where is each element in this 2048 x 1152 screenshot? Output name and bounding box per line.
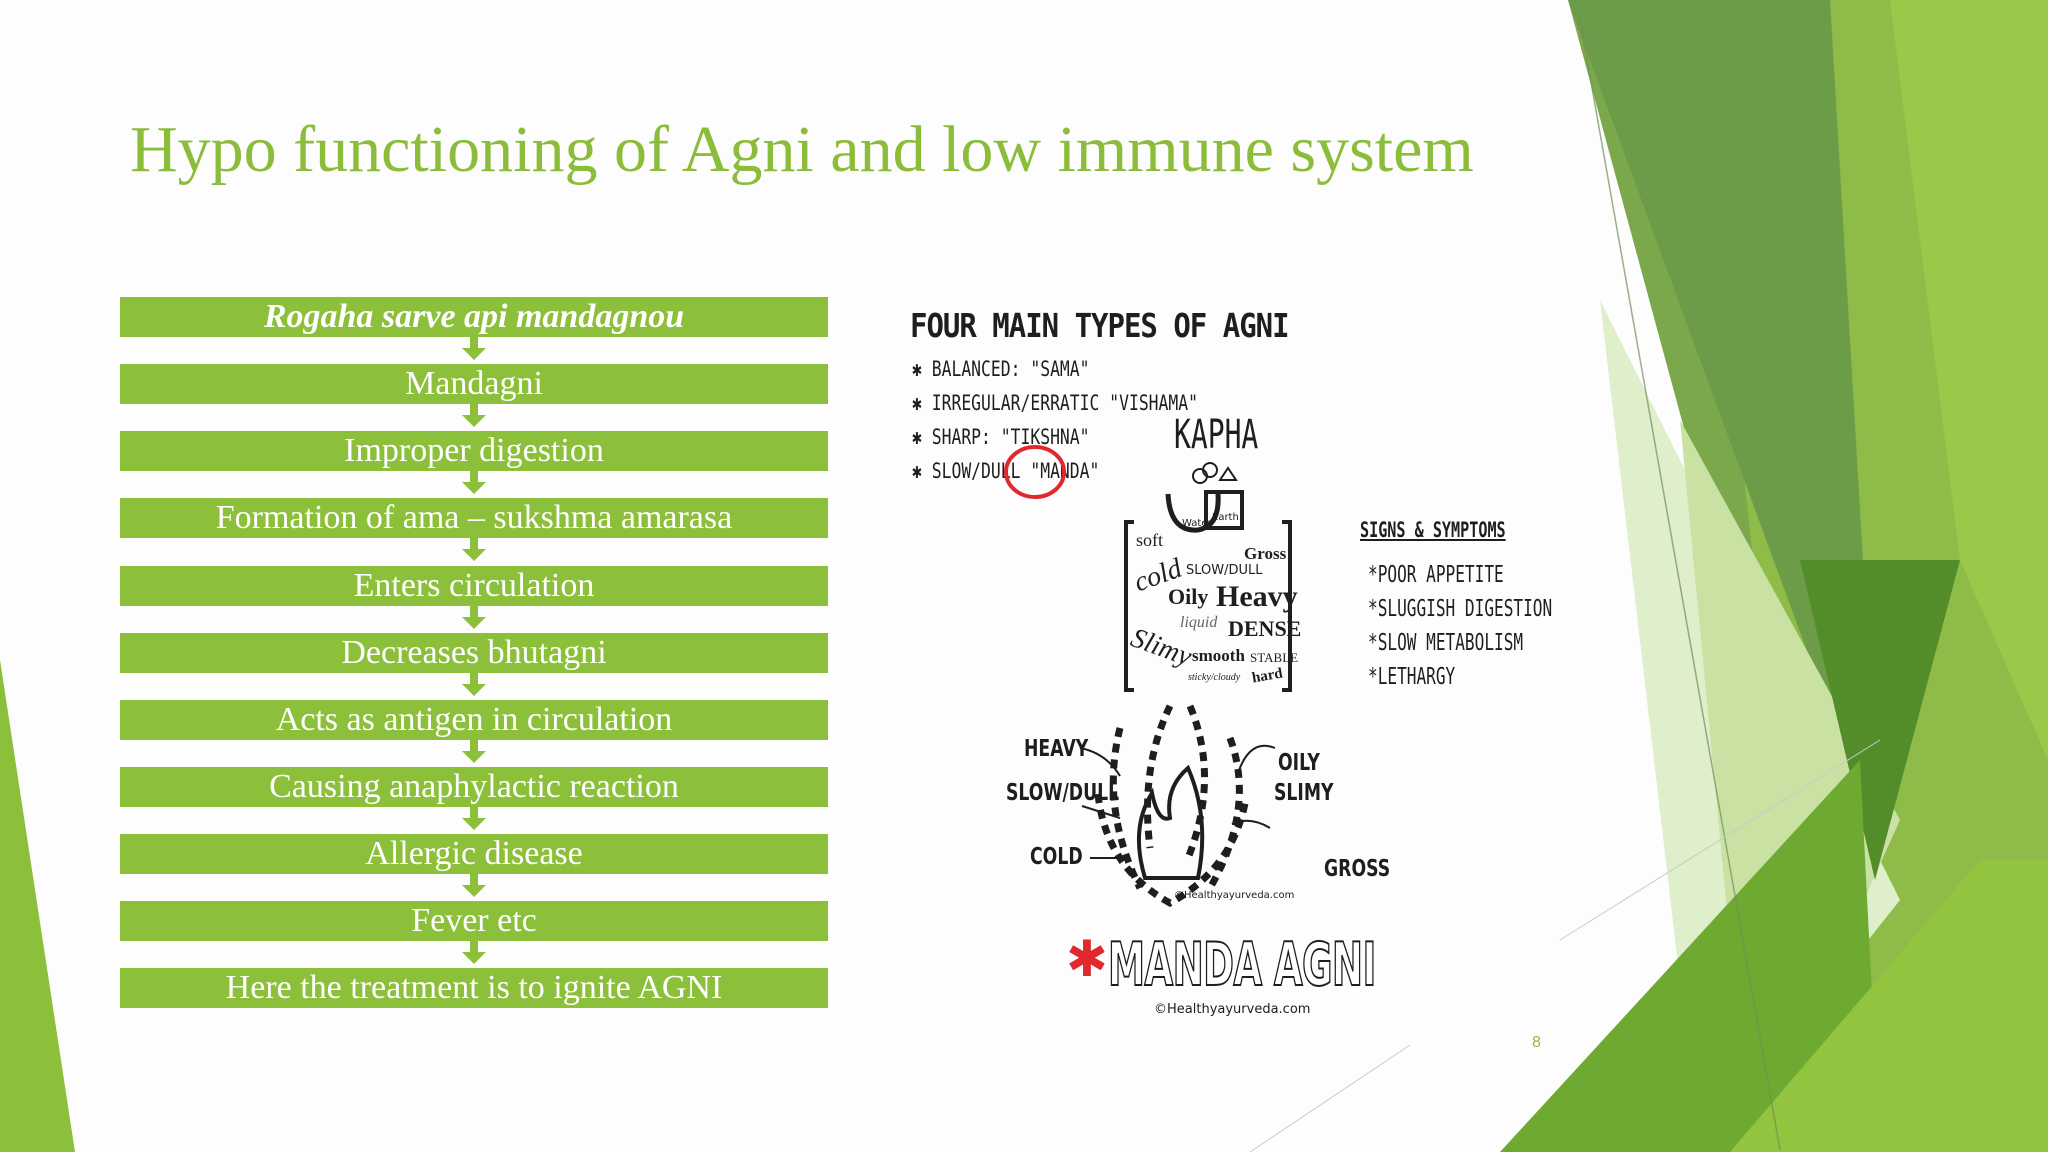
arrow-label-slow-dull: SLOW/DULL — [1006, 780, 1120, 806]
flow-step-4: Formation of ama – sukshma amarasa — [120, 498, 828, 538]
flow-arrow — [462, 738, 486, 764]
agni-type-item: ✱ SHARP: "TIKSHNA" — [912, 425, 1090, 449]
flow-step-6: Decreases bhutagni — [120, 633, 828, 673]
flow-step-2: Mandagni — [120, 364, 828, 404]
arrow-label-cold: COLD — [1030, 844, 1083, 870]
signs-symptoms-list: *POOR APPETITE *SLUGGISH DIGESTION *SLOW… — [1368, 558, 1552, 694]
flow-arrow — [462, 671, 486, 697]
flow-arrow — [462, 469, 486, 495]
water-earth-icon — [1165, 462, 1244, 533]
agni-types-list: ✱ BALANCED: "SAMA" ✱ IRREGULAR/ERRATIC "… — [912, 352, 1198, 488]
qualities-brackets — [1124, 520, 1292, 692]
arrow-label-slimy: SLIMY — [1274, 780, 1334, 806]
flow-step-3: Improper digestion — [120, 431, 828, 471]
flow-arrow — [462, 872, 486, 898]
arrow-label-heavy: HEAVY — [1024, 736, 1089, 762]
sign-item: *POOR APPETITE — [1368, 562, 1504, 588]
flow-step-10: Fever etc — [120, 901, 828, 941]
flow-arrow — [462, 335, 486, 361]
arrow-label-oily: OILY — [1278, 750, 1320, 776]
sign-item: *SLUGGISH DIGESTION — [1368, 596, 1553, 622]
sign-item: *LETHARGY — [1368, 664, 1456, 690]
slide-title: Hypo functioning of Agni and low immune … — [130, 113, 1474, 186]
flow-arrow — [462, 402, 486, 428]
flame-copyright: ©Healthyayurveda.com — [1174, 890, 1295, 901]
arrow-label-gross: GROSS — [1324, 856, 1391, 882]
signs-symptoms-title: SIGNS & SYMPTOMS — [1360, 518, 1506, 542]
red-star-icon: ✱ — [1066, 930, 1108, 988]
agni-type-item: ✱ SLOW/DULL "MANDA" — [912, 459, 1100, 483]
banner-copyright: ©Healthyayurveda.com — [1154, 1002, 1311, 1017]
earth-label: Earth — [1212, 512, 1239, 523]
flow-arrow — [462, 604, 486, 630]
flow-step-1: Rogaha sarve api mandagnou — [120, 297, 828, 337]
highlight-circle — [1004, 445, 1066, 499]
kapha-label: KAPHA — [1174, 412, 1259, 458]
flow-step-7: Acts as antigen in circulation — [120, 700, 828, 740]
flow-arrow — [462, 939, 486, 965]
sketch-title: FOUR MAIN TYPES OF AGNI — [910, 306, 1290, 346]
flow-step-8: Causing anaphylactic reaction — [120, 767, 828, 807]
manda-agni-banner: MANDA AGNI — [1107, 929, 1377, 1001]
agni-sketch-illustration: FOUR MAIN TYPES OF AGNI ✱ BALANCED: "SAM… — [910, 306, 1553, 1017]
water-label: Water — [1182, 518, 1212, 529]
page-number: 8 — [1532, 1034, 1541, 1051]
agni-type-item: ✱ IRREGULAR/ERRATIC "VISHAMA" — [912, 391, 1199, 415]
flame-icon — [1079, 704, 1276, 907]
flow-step-9: Allergic disease — [120, 834, 828, 874]
agni-type-item: ✱ BALANCED: "SAMA" — [912, 357, 1090, 381]
sign-item: *SLOW METABOLISM — [1368, 630, 1524, 656]
flow-step-11: Here the treatment is to ignite AGNI — [120, 968, 828, 1008]
flow-arrow — [462, 805, 486, 831]
flow-step-5: Enters circulation — [120, 566, 828, 606]
flow-arrow — [462, 536, 486, 562]
